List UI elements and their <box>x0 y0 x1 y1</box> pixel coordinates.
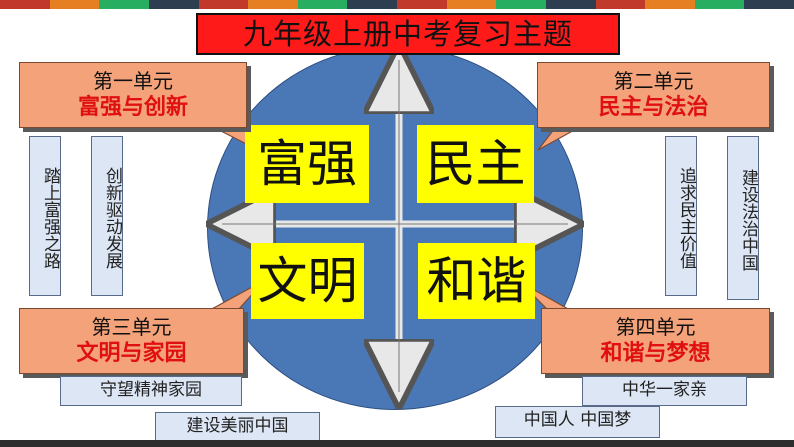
unit-3-topic: 文明与家园 <box>76 340 187 366</box>
unit-2-topic: 民主与法治 <box>598 94 709 120</box>
lesson-unit1-b: 创新驱动发展 <box>91 136 123 296</box>
lesson-unit4-a: 中华一家亲 <box>582 376 747 406</box>
unit-3-label: 第三单元 <box>91 315 172 339</box>
callout-unit-3: 第三单元 文明与家园 <box>19 308 244 374</box>
stripe-segment <box>198 0 249 9</box>
lesson-unit1-a: 踏上富强之路 <box>29 136 61 296</box>
stripe-segment <box>49 0 100 9</box>
word-prosperity: 富强 <box>245 125 369 203</box>
bottom-bar <box>0 440 794 447</box>
stripe-segment <box>595 0 646 9</box>
callout-unit-4: 第四单元 和谐与梦想 <box>541 308 770 374</box>
page-title: 九年级上册中考复习主题 <box>196 13 620 55</box>
word-harmony: 和谐 <box>418 243 535 319</box>
stripe-segment <box>297 0 348 9</box>
stripe-segment <box>496 0 546 9</box>
callout2-pointer <box>537 127 579 151</box>
lesson-unit2-a: 追求民主价值 <box>665 136 697 296</box>
lesson-unit4-b: 中国人 中国梦 <box>495 406 660 438</box>
stripe-segment <box>347 0 397 9</box>
stripe-segment <box>99 0 149 9</box>
stripe-segment <box>397 0 447 9</box>
unit-1-topic: 富强与创新 <box>77 94 188 120</box>
callout-unit-2: 第二单元 民主与法治 <box>537 62 770 128</box>
word-democracy: 民主 <box>417 125 534 203</box>
lesson-unit3-a: 守望精神家园 <box>60 376 242 406</box>
top-color-stripe <box>0 0 794 9</box>
unit-4-topic: 和谐与梦想 <box>600 340 711 366</box>
stripe-segment <box>545 0 596 9</box>
stripe-segment <box>645 0 695 9</box>
unit-1-label: 第一单元 <box>93 69 173 93</box>
lesson-unit2-b: 建设法治中国 <box>727 136 759 300</box>
unit-4-label: 第四单元 <box>615 315 696 339</box>
word-civility: 文明 <box>251 243 364 319</box>
stripe-segment <box>744 0 794 9</box>
stripe-segment <box>248 0 298 9</box>
stripe-segment <box>694 0 745 9</box>
unit-2-label: 第二单元 <box>613 69 694 93</box>
callout-unit-1: 第一单元 富强与创新 <box>19 62 247 128</box>
stripe-segment <box>0 0 50 9</box>
stripe-segment <box>148 0 199 9</box>
lesson-unit3-b: 建设美丽中国 <box>155 412 320 442</box>
stripe-segment <box>446 0 497 9</box>
